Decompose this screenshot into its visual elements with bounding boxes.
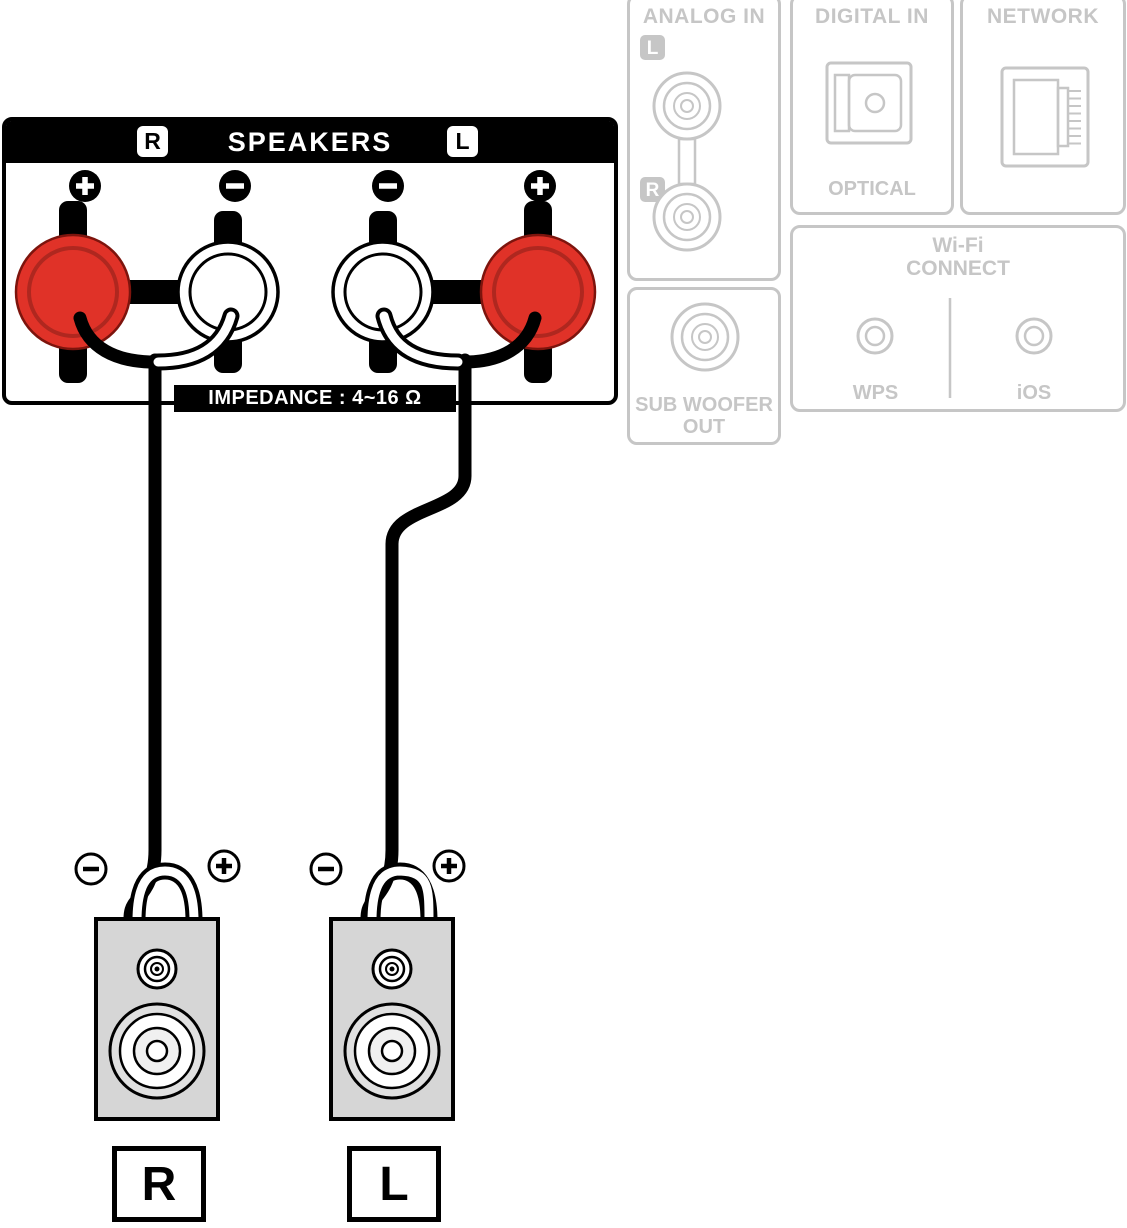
speaker-left [329,917,455,1121]
ios-jack [1015,317,1053,355]
wifi-jacks [856,298,1053,398]
panel-wifi-connect: Wi-Fi CONNECT WPS iOS [790,225,1126,412]
terminals-graphic [14,170,597,383]
panel-network: NETWORK [960,0,1126,215]
channel-badge-l: L [640,35,665,60]
speakers-terminal-panel: R SPEAKERS L [2,117,618,412]
wifi-title-line1: Wi-Fi [932,234,984,257]
minus-icon [219,170,251,202]
binding-post-positive-right [14,233,132,351]
speaker-label-left: L [347,1146,441,1222]
speaker-wire-loop-right [128,862,203,922]
analog-in-title: ANALOG IN [642,5,766,28]
subwoofer-jack [670,302,740,372]
speakers-panel-header: R SPEAKERS L [6,121,614,163]
plus-icon [207,849,241,883]
speaker-wire-loop-left [363,862,438,922]
impedance-label: IMPEDANCE : 4~16 Ω [174,385,456,412]
plus-icon [432,849,466,883]
speakers-title: SPEAKERS [227,127,393,157]
digital-in-title: DIGITAL IN [815,5,929,28]
tweeter [371,948,413,990]
ethernet-jack-icon [1000,66,1090,168]
svg-text:L: L [647,38,659,59]
binding-post-tabs [59,201,552,383]
channel-badge-r: R [640,177,665,202]
plus-icon [69,170,101,202]
subwoofer-label: SUB WOOFER OUT [630,394,778,438]
svg-text:R: R [646,180,660,201]
network-title: NETWORK [987,5,1099,28]
tweeter [136,948,178,990]
speaker-label-right: R [112,1146,206,1222]
minus-icon [309,852,343,886]
panel-analog-in: ANALOG IN L R [627,0,781,281]
jack-bridge [677,137,697,186]
rca-jack-right [652,182,722,252]
plus-icon [524,170,556,202]
subwoofer-label-line1: SUB WOOFER [635,394,773,416]
minus-icon [74,852,108,886]
optical-connector-icon [825,61,913,145]
panel-digital-in: DIGITAL IN OPTICAL [790,0,954,215]
right-channel-badge: R [137,126,168,157]
left-channel-badge: L [447,126,478,157]
wps-label: WPS [852,382,899,404]
binding-post-positive-left [479,233,597,351]
ios-label: iOS [1016,382,1052,404]
wifi-title-line2: CONNECT [906,257,1010,280]
analog-in-jacks: L R [640,35,722,252]
optical-label: OPTICAL [828,178,916,200]
binding-post-negative-right [176,240,280,344]
rca-jack-left [652,71,722,141]
wps-jack [856,317,894,355]
subwoofer-label-line2: OUT [682,416,726,438]
woofer [108,1002,206,1100]
speaker-right [94,917,220,1121]
panel-subwoofer-out: SUB WOOFER OUT [627,287,781,445]
wifi-connect-title: Wi-Fi CONNECT [793,234,1123,280]
minus-icon [372,170,404,202]
woofer [343,1002,441,1100]
binding-post-negative-left [331,240,435,344]
